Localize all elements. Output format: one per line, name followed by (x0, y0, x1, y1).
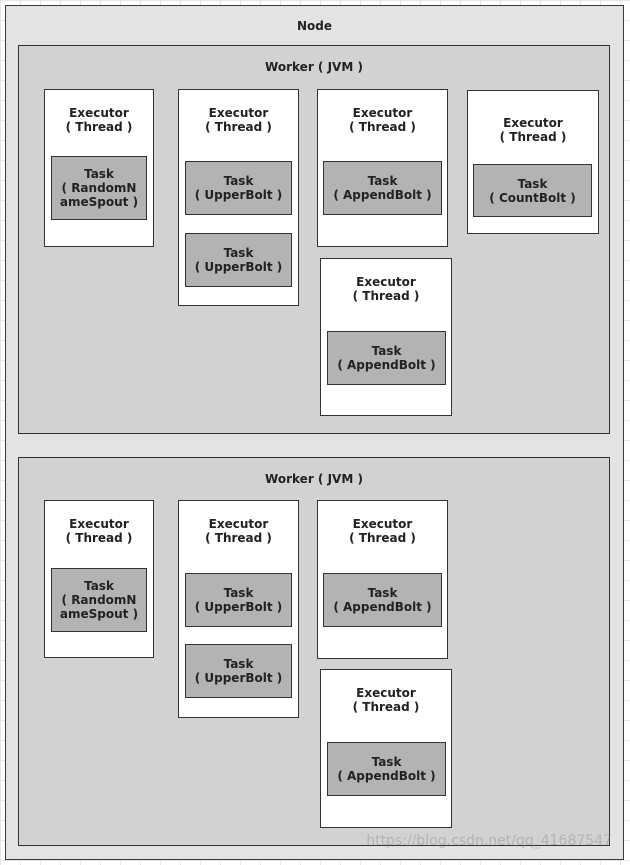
task-label: Task ( AppendBolt ) (337, 344, 436, 372)
executor-label: Executor ( Thread ) (349, 517, 416, 545)
task-label: Task ( CountBolt ) (489, 176, 576, 205)
task-append-bolt: Task ( AppendBolt ) (323, 573, 442, 627)
executor-label: Executor ( Thread ) (352, 275, 420, 303)
task-label: Task ( UpperBolt ) (194, 657, 283, 685)
task-random-name-spout: Task ( RandomN ameSpout ) (51, 568, 147, 632)
task-label: Task ( RandomN ameSpout ) (59, 579, 139, 621)
watermark: https://blog.csdn.net/qq_41687547 (366, 833, 612, 849)
task-upper-bolt: Task ( UpperBolt ) (185, 644, 292, 698)
node-label: Node (296, 19, 332, 33)
executor-label: Executor ( Thread ) (499, 116, 567, 144)
executor-label: Executor ( Thread ) (205, 106, 272, 134)
task-random-name-spout: Task ( RandomN ameSpout ) (51, 156, 147, 220)
executor-label: Executor ( Thread ) (65, 517, 133, 545)
task-label: Task ( UpperBolt ) (194, 586, 283, 614)
task-upper-bolt: Task ( UpperBolt ) (185, 233, 292, 287)
task-label: Task ( AppendBolt ) (337, 755, 436, 783)
executor-label: Executor ( Thread ) (205, 517, 272, 545)
task-label: Task ( AppendBolt ) (333, 174, 432, 202)
task-append-bolt: Task ( AppendBolt ) (327, 331, 446, 385)
task-label: Task ( UpperBolt ) (194, 174, 283, 202)
task-upper-bolt: Task ( UpperBolt ) (185, 573, 292, 627)
worker-label: Worker ( JVM ) (265, 472, 363, 486)
task-append-bolt: Task ( AppendBolt ) (323, 161, 442, 215)
task-append-bolt: Task ( AppendBolt ) (327, 742, 446, 796)
worker-label: Worker ( JVM ) (265, 60, 363, 74)
executor-label: Executor ( Thread ) (65, 106, 133, 134)
task-count-bolt: Task ( CountBolt ) (473, 164, 592, 217)
executor-label: Executor ( Thread ) (352, 686, 420, 714)
task-label: Task ( RandomN ameSpout ) (59, 167, 139, 209)
task-upper-bolt: Task ( UpperBolt ) (185, 161, 292, 215)
task-label: Task ( AppendBolt ) (333, 586, 432, 614)
executor-label: Executor ( Thread ) (349, 106, 416, 134)
task-label: Task ( UpperBolt ) (194, 246, 283, 274)
